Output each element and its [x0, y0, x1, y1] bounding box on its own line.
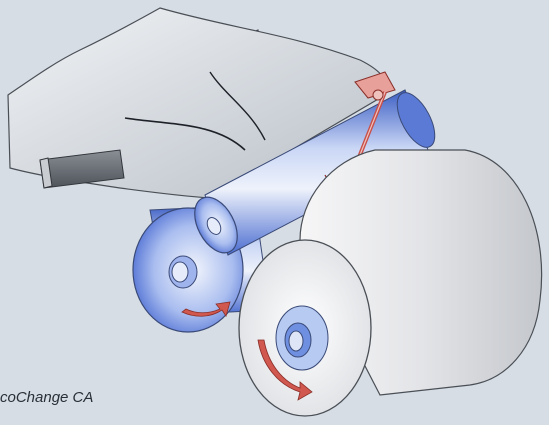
rotation-arrow-icon: [181, 301, 231, 317]
web-tear-line: [124, 117, 246, 151]
web-tear-line: [209, 71, 266, 141]
grey-roll: [238, 149, 543, 417]
paper-web: [7, 7, 387, 199]
rotation-arrow-icon: [257, 339, 313, 401]
caption-text: coChange CA: [0, 389, 94, 406]
blue-roll-upper: [194, 89, 436, 256]
rail-front: [39, 149, 125, 189]
